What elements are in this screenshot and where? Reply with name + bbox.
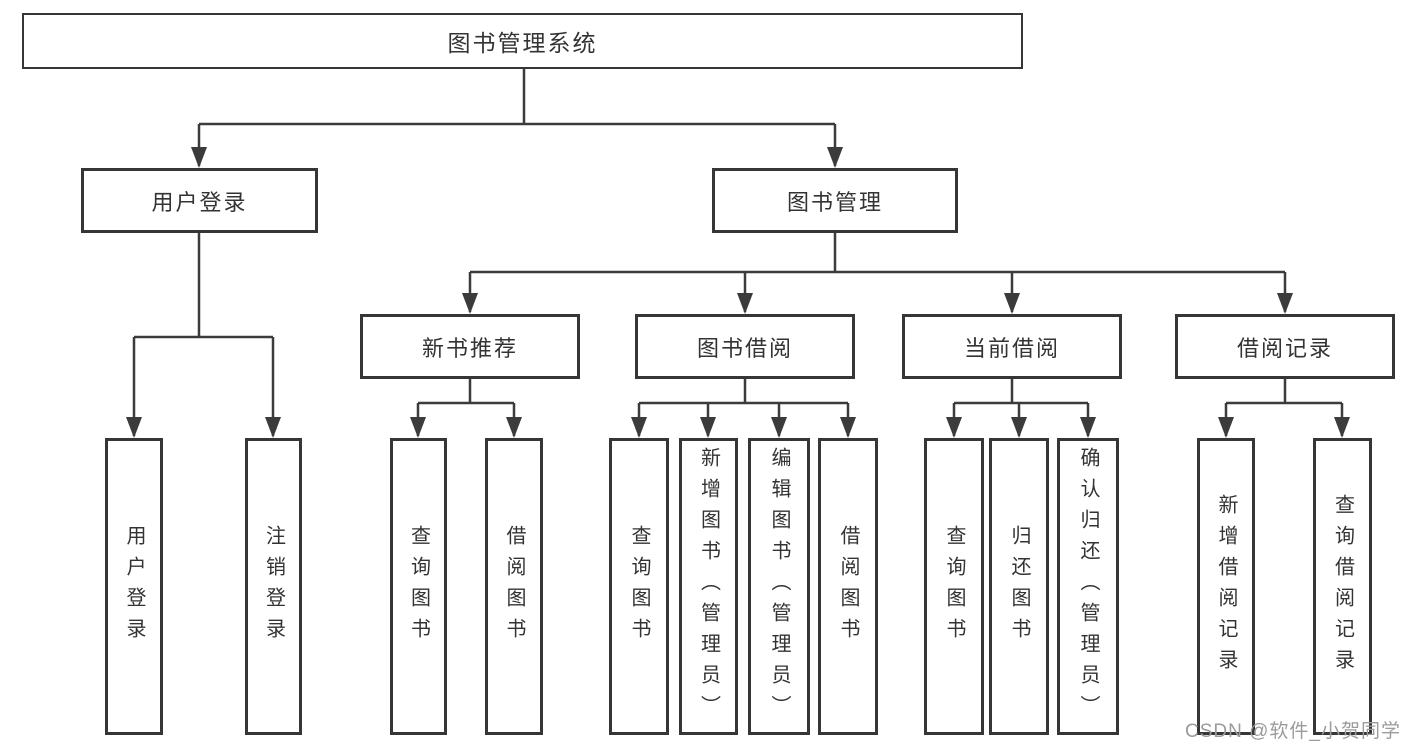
arrowhead-leaf-1 [126, 417, 142, 438]
leaf-query-books-borrow: 查询图书 [609, 438, 669, 735]
leaf-borrow-books-recommend: 借阅图书 [485, 438, 543, 735]
arrowhead-leaf-7 [771, 417, 787, 438]
leaf-query-borrow-record: 查询借阅记录 [1313, 438, 1372, 735]
arrowhead-leaf-11 [1080, 417, 1096, 438]
arrowhead-leaf-5 [631, 417, 647, 438]
arrowhead-to-user-login [191, 147, 207, 168]
node-library-management-system: 图书管理系统 [22, 13, 1023, 69]
arrowhead-leaf-10 [1011, 417, 1027, 438]
node-borrow-records: 借阅记录 [1175, 314, 1395, 379]
arrowhead-leaf-9 [946, 417, 962, 438]
connector-root-to-level2 [197, 69, 837, 166]
csdn-watermark: CSDN @软件_小贺同学 [1185, 721, 1401, 742]
leaf-logout: 注销登录 [245, 438, 302, 735]
arrowhead-to-book-management [827, 147, 843, 168]
leaf-query-books-recommend: 查询图书 [390, 438, 447, 735]
arrowhead-to-new-book-recommend [462, 293, 478, 314]
leaf-borrow-books: 借阅图书 [818, 438, 878, 735]
connector-new-book-recommend-children [416, 379, 516, 436]
leaf-user-login: 用户登录 [105, 438, 163, 735]
arrowhead-leaf-12 [1218, 417, 1234, 438]
connector-current-borrow-children [952, 379, 1090, 436]
arrowhead-leaf-13 [1334, 417, 1350, 438]
leaf-query-books-current: 查询图书 [924, 438, 984, 735]
leaf-return-books: 归还图书 [989, 438, 1049, 735]
leaf-edit-books-admin: 编辑图书（管理员） [748, 438, 810, 735]
arrowhead-leaf-4 [506, 417, 522, 438]
arrowhead-leaf-6 [700, 417, 716, 438]
arrowhead-leaf-2 [265, 417, 281, 438]
leaf-add-borrow-record: 新增借阅记录 [1197, 438, 1255, 735]
arrowhead-to-borrow-records [1277, 293, 1293, 314]
node-user-login: 用户登录 [81, 168, 318, 233]
connector-book-borrow-children [637, 379, 850, 436]
node-new-book-recommend: 新书推荐 [360, 314, 580, 379]
arrowhead-to-current-borrow [1004, 293, 1020, 314]
connector-borrow-records-children [1224, 379, 1344, 436]
arrowhead-to-book-borrow [737, 293, 753, 314]
connector-book-management-children [468, 233, 1287, 312]
connector-user-login-children [132, 233, 275, 436]
node-current-borrow: 当前借阅 [902, 314, 1122, 379]
node-book-management: 图书管理 [712, 168, 958, 233]
leaf-confirm-return-admin: 确认归还（管理员） [1057, 438, 1119, 735]
arrowhead-leaf-8 [840, 417, 856, 438]
node-book-borrow: 图书借阅 [635, 314, 855, 379]
arrowhead-leaf-3 [410, 417, 426, 438]
leaf-add-books-admin: 新增图书（管理员） [679, 438, 738, 735]
